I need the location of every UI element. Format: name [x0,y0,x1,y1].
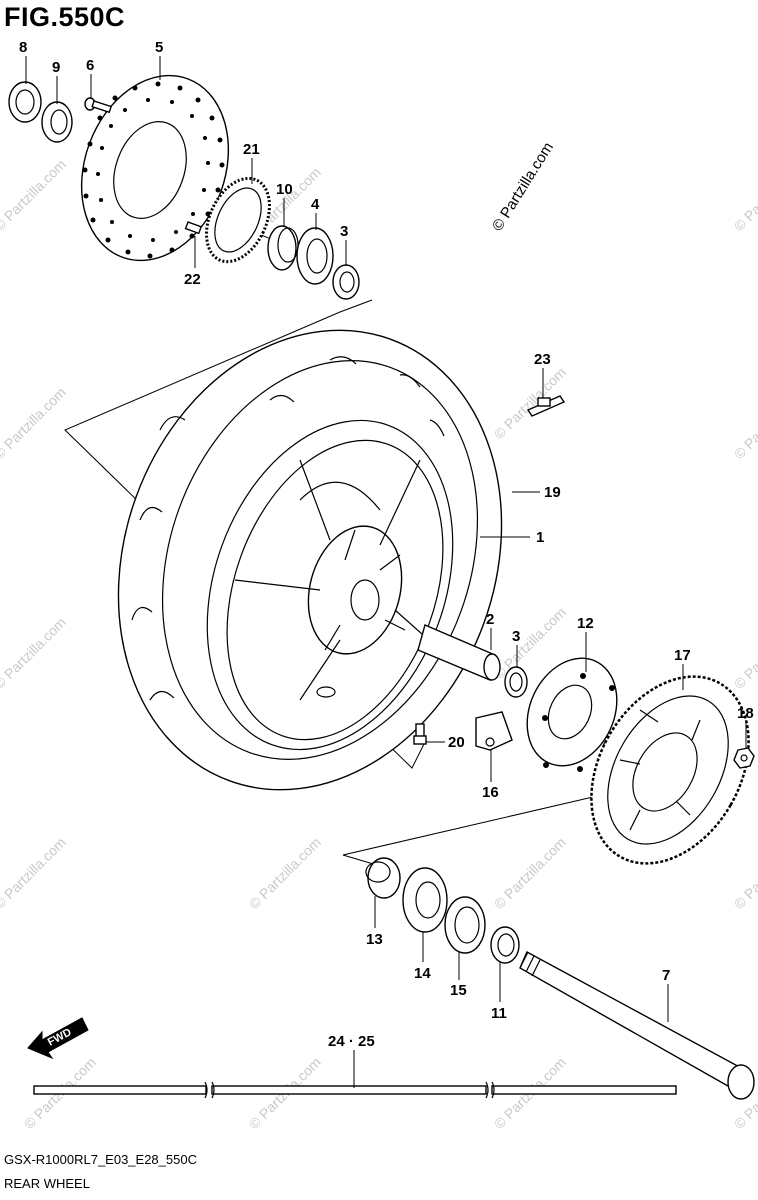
rear-sprocket [590,675,750,865]
callout-label: 15 [450,982,467,999]
fwd-arrow-icon: FWD [27,1017,89,1060]
axle-oil-seal [444,896,486,954]
watermark-text: © Partzilla.com [731,614,758,692]
callout-label: 11 [491,1005,507,1022]
watermark-text: © Partzilla.com [246,834,324,912]
oil-seal [8,81,42,123]
figure-caption: REAR WHEEL [4,1176,90,1191]
callout-label: 22 [184,271,201,288]
axle-dust-seal [490,926,520,964]
callout-label: 8 [19,39,27,56]
dust-seal [332,264,360,300]
rear-axle [519,951,755,1100]
callout-label: 23 [534,351,551,368]
rear-wheel-tire [117,329,503,791]
callout-label: 20 [448,734,465,751]
watermark-text: © Partzilla.com [0,614,69,692]
hub-spacer [267,225,299,271]
callout-label: 5 [155,39,163,56]
wheel-hub [234,459,441,701]
axle-sleeve [417,624,501,681]
callout-labels: 8 9 6 5 21 10 4 3 22 23 19 1 2 3 12 17 1… [19,39,754,1050]
spacer-ring [41,101,73,143]
wheel-bearing [296,227,334,285]
callout-label: 21 [243,141,260,158]
callout-label: 14 [414,965,431,982]
tire-valve [413,723,427,745]
rim-tape-strip [33,1081,677,1099]
callout-label: 4 [311,196,320,213]
sprocket-nut [733,747,755,769]
callout-label: 12 [577,615,594,632]
sensor-rotor [205,176,271,264]
callout-label: 13 [366,931,383,948]
callout-label: 24 · 25 [328,1033,375,1050]
wheel-damper [475,711,513,751]
watermark-text: © Partzilla.com [731,156,758,234]
model-code: GSX-R1000RL7_E03_E28_550C [4,1152,197,1167]
watermark-text: © Partzilla.com [0,834,69,912]
sprocket-carrier [526,657,618,772]
watermark-text: © Partzilla.com [0,384,69,462]
callout-label: 2 [486,611,494,628]
callout-label: 19 [544,484,561,501]
figure-title: FIG.550C [4,2,126,32]
callout-label: 9 [52,59,60,76]
watermark-text: © Partzilla.com [489,139,557,234]
watermark-text: © Partzilla.com [0,156,69,234]
callout-label: 3 [512,628,520,645]
callout-label: 3 [340,223,348,240]
leader-lines [25,56,747,1088]
watermark-text: © Partzilla.com [731,384,758,462]
balance-weight [526,395,566,417]
callout-label: 10 [276,181,293,198]
axle-bearing [402,867,448,933]
axle-collar [365,857,401,899]
brake-disc [80,74,230,262]
callout-label: 16 [482,784,499,801]
watermark-text: © Partzilla.com [491,834,569,912]
callout-label: 6 [86,57,94,74]
watermark-text: © Partzilla.com [731,834,758,912]
callout-label: 1 [536,529,544,546]
sprocket-seal [504,666,528,698]
callout-label: 17 [674,647,691,664]
disc-bolt [84,97,113,114]
disc-screw [184,221,203,235]
callout-label: 7 [662,967,670,984]
callout-label: 18 [737,705,754,722]
